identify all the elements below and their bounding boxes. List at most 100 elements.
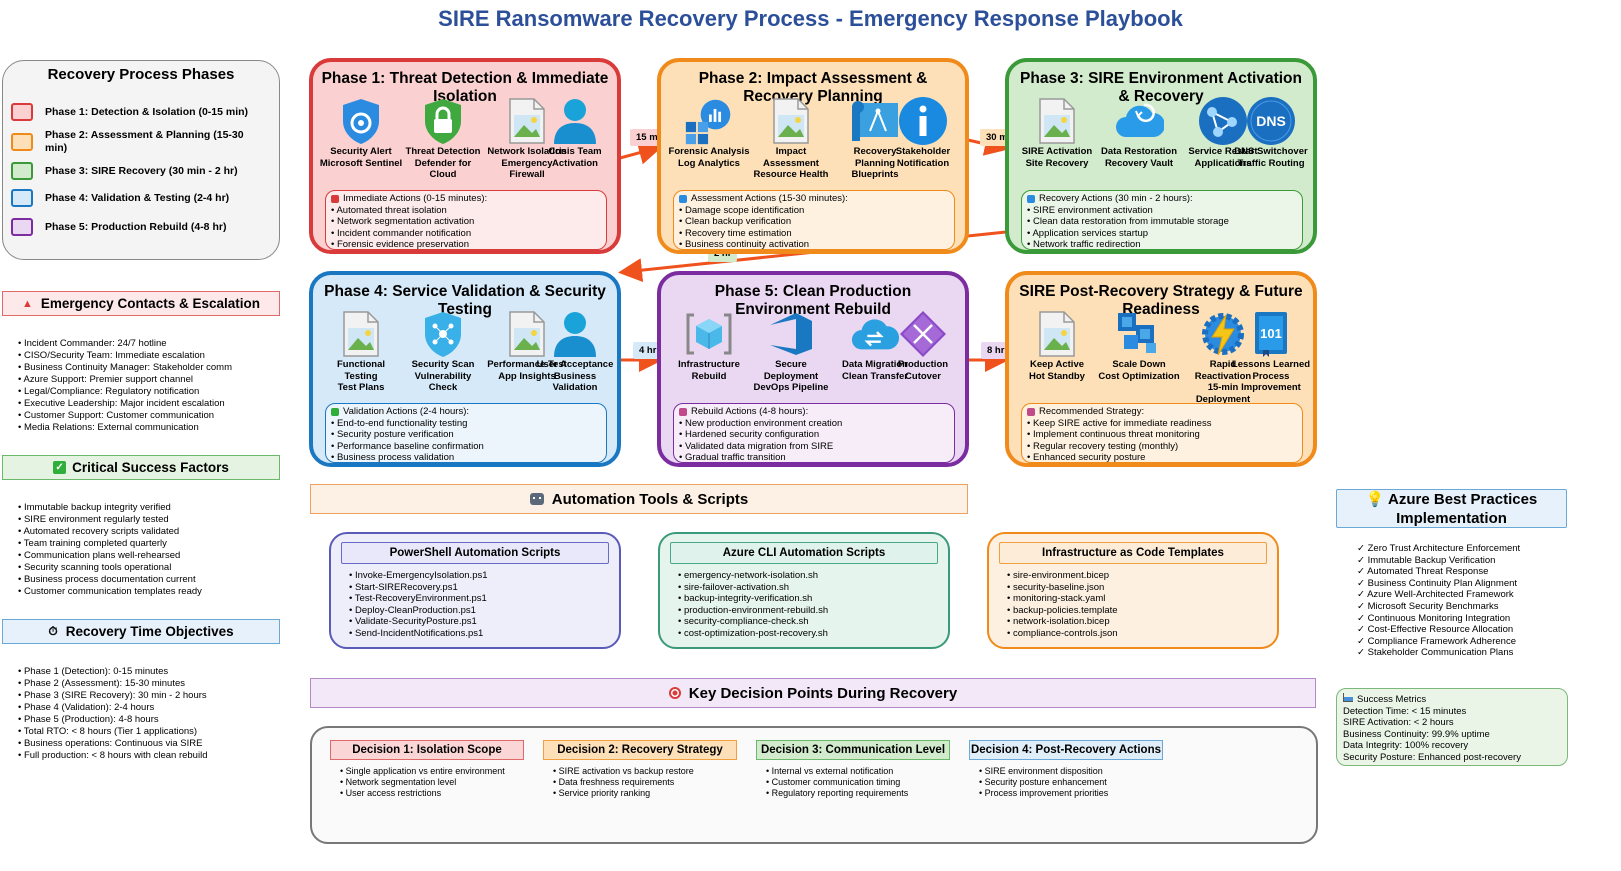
list-item: Phase 2 (Assessment): 15-30 minutes [18, 678, 207, 690]
legend-label: Phase 2: Assessment & Planning (15-30 mi… [45, 129, 244, 154]
decision-title: Decision 4: Post-Recovery Actions [969, 740, 1163, 760]
success-metrics-box: Success Metrics Detection Time: < 15 min… [1336, 688, 1568, 766]
script-item: security-compliance-check.sh [678, 616, 828, 628]
svg-text:101: 101 [1260, 326, 1282, 341]
dns-icon: DNS [1246, 96, 1296, 146]
phase-actions: Validation Actions (2-4 hours):End-to-en… [325, 403, 607, 463]
phase-action-item: Business continuity activation [679, 239, 949, 251]
phase-box-p2: Phase 2: Impact Assessment & Recovery Pl… [657, 58, 969, 254]
decision-points: Single application vs entire environment… [340, 766, 505, 799]
script-list: emergency-network-isolation.shsire-failo… [678, 570, 828, 640]
book-101-icon: 101 [1246, 309, 1296, 359]
success-metrics-title: Success Metrics [1357, 694, 1427, 705]
list-item: Incident Commander: 24/7 hotline [18, 338, 232, 350]
phase-actions-head: Immediate Actions (0-15 minutes): [331, 193, 601, 205]
list-item: Business process documentation current [18, 574, 202, 586]
script-item: backup-policies.template [1007, 605, 1118, 617]
list-item: Team training completed quarterly [18, 538, 202, 550]
script-item: production-environment-rebuild.sh [678, 605, 828, 617]
phase-action-item: Hardened security configuration [679, 429, 949, 441]
list-item: Data Integrity: 100% recovery [1343, 740, 1469, 752]
automation-header: Automation Tools & Scripts [310, 484, 968, 514]
legend-label: Phase 4: Validation & Testing (2-4 hr) [45, 191, 230, 204]
list-item: Microsoft Security Benchmarks [1357, 601, 1520, 613]
decision-point: Data freshness requirements [553, 777, 694, 788]
list-item: Business Continuity Manager: Stakeholder… [18, 362, 232, 374]
cloud-restore-icon [1114, 96, 1164, 146]
scan-network-icon [418, 309, 468, 359]
decision-points: Internal vs external notificationCustome… [766, 766, 909, 799]
phase-action-item: Gradual traffic transition [679, 452, 949, 464]
phase-box-p5: Phase 5: Clean Production Environment Re… [657, 271, 969, 467]
list-item: Immutable Backup Verification [1357, 555, 1520, 567]
phase-box-p4: Phase 4: Service Validation & Security T… [309, 271, 621, 467]
legend-swatch [11, 218, 33, 236]
image-placeholder-icon [1032, 96, 1082, 146]
legend-item: Phase 3: SIRE Recovery (30 min - 2 hr) [11, 162, 255, 180]
rto-list: Phase 1 (Detection): 0-15 minutesPhase 2… [18, 666, 208, 762]
decision-point: Network segmentation level [340, 777, 505, 788]
emergency-contacts-title: Emergency Contacts & Escalation [40, 296, 260, 311]
decisions-header: Key Decision Points During Recovery [310, 678, 1316, 708]
script-item: sire-environment.bicep [1007, 570, 1118, 582]
robot-icon [529, 493, 544, 505]
legend-label: Phase 3: SIRE Recovery (30 min - 2 hr) [45, 164, 238, 177]
defender-lock-icon [418, 96, 468, 146]
decision-points-container: Decision 1: Isolation ScopeSingle applic… [310, 726, 1318, 844]
success-factors-list: Immutable backup integrity verifiedSIRE … [18, 502, 202, 598]
script-list: Invoke-EmergencyIsolation.ps1Start-SIRER… [349, 570, 488, 640]
script-item: monitoring-stack.yaml [1007, 593, 1118, 605]
user-icon [550, 309, 600, 359]
analytics-chart-icon [684, 96, 734, 146]
list-item: Compliance Framework Adherence [1357, 636, 1520, 648]
list-item: Phase 4 (Validation): 2-4 hours [18, 702, 207, 714]
script-box: PowerShell Automation ScriptsInvoke-Emer… [329, 532, 621, 649]
script-item: sire-failover-activation.sh [678, 582, 828, 594]
decision-point: Security posture enhancement [979, 777, 1108, 788]
phase-actions: Recovery Actions (30 min - 2 hours):SIRE… [1021, 190, 1303, 250]
phase-actions-head: Rebuild Actions (4-8 hours): [679, 406, 949, 418]
phase-action-item: New production environment creation [679, 418, 949, 430]
list-item: Zero Trust Architecture Enforcement [1357, 543, 1521, 555]
script-item: Deploy-CleanProduction.ps1 [349, 605, 488, 617]
list-item: SIRE Activation: < 2 hours [1343, 717, 1454, 729]
service-nodes-icon [1198, 96, 1248, 146]
phase-action-item: Damage scope identification [679, 205, 949, 217]
phase-box-p3: Phase 3: SIRE Environment Activation & R… [1005, 58, 1317, 254]
list-item: Continuous Monitoring Integration [1357, 613, 1520, 625]
legend: Recovery Process Phases Phase 1: Detecti… [2, 60, 280, 260]
arrow-label-4hr: 4 hr [633, 342, 663, 359]
script-item: Start-SIRERecovery.ps1 [349, 582, 488, 594]
list-item: Business Continuity Plan Alignment [1357, 578, 1520, 590]
legend-label: Phase 1: Detection & Isolation (0-15 min… [45, 105, 249, 118]
phase-action-item: Keep SIRE active for immediate readiness [1027, 418, 1297, 430]
phase-title: Phase 4: Service Validation & Security T… [324, 283, 606, 318]
phase-action-item: Network traffic redirection [1027, 239, 1297, 251]
phase-action-item: Implement continuous threat monitoring [1027, 429, 1297, 441]
legend-swatch [11, 189, 33, 207]
script-item: backup-integrity-verification.sh [678, 593, 828, 605]
decision-points: SIRE environment dispositionSecurity pos… [979, 766, 1109, 799]
decision-title: Decision 3: Communication Level [756, 740, 950, 760]
rto-title: Recovery Time Objectives [65, 624, 234, 639]
list-item: Stakeholder Communication Plans [1357, 647, 1520, 659]
phase-actions: Rebuild Actions (4-8 hours):New producti… [673, 403, 955, 463]
